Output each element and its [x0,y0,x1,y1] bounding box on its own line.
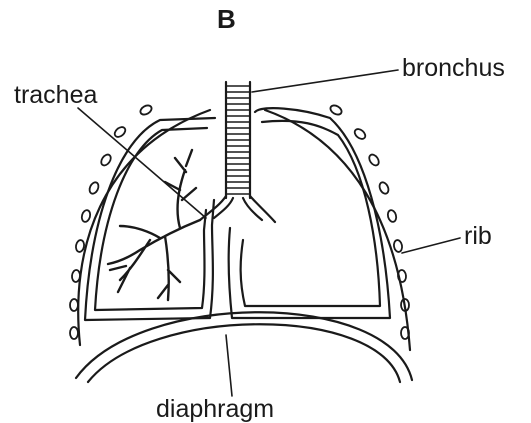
panel-letter: B [217,6,236,32]
diaphragm-label: diaphragm [156,397,274,422]
trachea-label: trachea [14,83,97,108]
bronchi [200,196,275,222]
rib-label: rib [464,224,492,249]
left-lung-outer [85,118,215,320]
rib-leader [402,238,460,253]
bronchus-label: bronchus [402,56,505,81]
right-lung-inner [241,121,380,306]
diaphragm-inner-line [88,324,400,382]
bronchus-leader [252,70,398,92]
diaphragm-leader [226,335,232,396]
ribs-left [70,104,153,339]
diaphragm-outer-line [76,312,412,380]
trachea-rings [226,86,250,194]
